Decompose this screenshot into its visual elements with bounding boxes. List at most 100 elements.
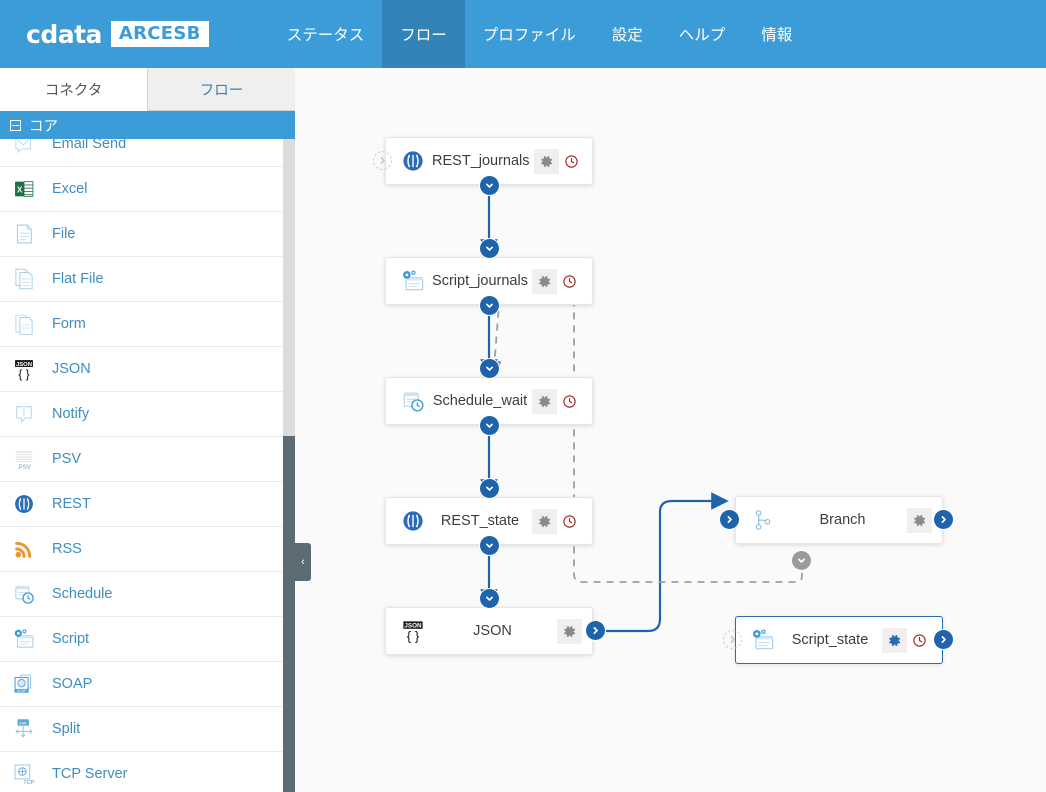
connector-item-psv[interactable]: .PSV PSV (0, 437, 295, 482)
connector-item-form[interactable]: Form (0, 302, 295, 347)
connector-item-label: Notify (52, 406, 90, 422)
clock-icon[interactable] (557, 509, 582, 534)
clock-icon[interactable] (907, 628, 932, 653)
flow-node-label: REST_state (440, 513, 520, 529)
connector-item-script[interactable]: Script (0, 617, 295, 662)
connector-item-label: Schedule (52, 586, 113, 602)
email-send-icon (10, 130, 38, 158)
flow-node-actions (533, 148, 584, 174)
svg-text:XML: XML (19, 720, 28, 725)
flow-node-json[interactable]: JSON{ }JSON (385, 607, 593, 655)
clock-icon[interactable] (557, 389, 582, 414)
gear-icon[interactable] (532, 508, 557, 534)
gear-icon[interactable] (907, 507, 932, 533)
rest-icon (398, 146, 428, 176)
connector-item-schedule[interactable]: Schedule (0, 572, 295, 617)
connector-script_journals-out[interactable] (479, 295, 499, 315)
svg-text:X: X (17, 185, 23, 194)
nav-item-2[interactable]: プロファイル (482, 27, 576, 44)
form-icon (10, 310, 38, 338)
svg-text:{ }: { } (407, 629, 420, 644)
connector-item-label: Form (52, 316, 86, 332)
connector-item-json[interactable]: JSON{ }JSON (0, 347, 295, 392)
branch-icon (748, 505, 778, 535)
gear-icon[interactable] (532, 268, 557, 294)
sidebar-scrollbar-thumb[interactable] (283, 436, 295, 792)
excel-icon: X (10, 175, 38, 203)
clock-icon[interactable] (559, 149, 584, 174)
gear-icon[interactable] (533, 148, 559, 174)
flow-node-branch[interactable]: Branch (735, 496, 943, 544)
script-icon (398, 266, 428, 296)
nav-item-5[interactable]: 情報 (761, 27, 793, 44)
nav-item-0[interactable]: ステータス (286, 27, 365, 44)
flow-node-actions (532, 508, 582, 534)
sidebar-collapse-handle[interactable]: ‹ (295, 543, 311, 581)
flow-node-script_state[interactable]: Script_state (735, 616, 943, 664)
flow-node-label: Branch (819, 512, 866, 528)
flow-node-rest_journals[interactable]: REST_journals (385, 137, 593, 185)
connector-item-label: RSS (52, 541, 82, 557)
clock-icon[interactable] (557, 269, 582, 294)
schedule-icon (398, 386, 428, 416)
connector-item-label: SOAP (52, 676, 93, 692)
notify-icon: ! (10, 400, 38, 428)
nav-item-3[interactable]: 設定 (611, 27, 643, 44)
collapse-minus-icon[interactable] (10, 119, 21, 131)
soap-icon: SOAP (10, 670, 38, 698)
connector-rest_journals-out[interactable] (479, 175, 499, 195)
sidebar-group-core[interactable]: コア (0, 111, 295, 139)
connector-branch-in[interactable] (720, 510, 739, 529)
nav-item-4[interactable]: ヘルプ (678, 27, 726, 44)
connector-script_state-out[interactable] (934, 630, 953, 649)
connector-schedule_wait-in[interactable] (479, 358, 499, 378)
rest-icon (10, 490, 38, 518)
gear-icon[interactable] (532, 388, 557, 414)
sidebar-tabs: コネクタフロー (0, 68, 295, 111)
connector-item-soap[interactable]: SOAP SOAP (0, 662, 295, 707)
connector-item-email-send[interactable]: Email Send (0, 122, 295, 167)
gear-icon[interactable] (557, 618, 582, 644)
connector-item-rest[interactable]: REST (0, 482, 295, 527)
connector-rest_state-out[interactable] (479, 535, 499, 555)
connector-item-notify[interactable]: ! Notify (0, 392, 295, 437)
connector-item-label: Email Send (52, 136, 127, 152)
connector-rest_state-in[interactable] (479, 478, 499, 498)
connector-item-label: REST (52, 496, 91, 512)
connector-branch-out[interactable] (934, 510, 953, 529)
main-nav: ステータスフロープロファイル 設定 ヘルプ 情報 (269, 0, 811, 68)
connector-json-out[interactable] (586, 621, 605, 640)
connector-script_state-in-ghost[interactable] (723, 630, 742, 649)
sidebar-group-label: コア (29, 118, 58, 135)
sidebar-tab-1[interactable]: フロー (148, 68, 295, 111)
connector-item-label: JSON (52, 361, 91, 377)
connector-rest_journals-in-ghost[interactable] (373, 151, 392, 170)
connector-branch-bottom[interactable] (792, 551, 811, 570)
svg-text:.PSV: .PSV (17, 464, 32, 471)
sidebar-scrollbar-track[interactable] (283, 111, 295, 792)
psv-icon: .PSV (10, 445, 38, 473)
brand-logo[interactable]: cdata ARCESB (26, 20, 209, 49)
flow-node-actions (532, 268, 582, 294)
svg-text:JSON: JSON (404, 623, 422, 630)
connector-item-rss[interactable]: RSS (0, 527, 295, 572)
connector-schedule_wait-out[interactable] (479, 415, 499, 435)
connector-json-in[interactable] (479, 588, 499, 608)
connector-item-label: Split (52, 721, 81, 737)
sidebar-tab-0[interactable]: コネクタ (0, 68, 148, 111)
gear-icon[interactable] (882, 627, 907, 653)
flow-node-actions (907, 507, 932, 533)
schedule-icon (10, 580, 38, 608)
connector-item-file[interactable]: File (0, 212, 295, 257)
connector-item-flat-file[interactable]: Flat File (0, 257, 295, 302)
connector-item-label: PSV (52, 451, 82, 467)
connector-script_journals-in[interactable] (479, 238, 499, 258)
connector-item-split[interactable]: XML Split (0, 707, 295, 752)
svg-text:TCP: TCP (23, 780, 35, 786)
nav-item-1[interactable]: フロー (382, 0, 465, 68)
